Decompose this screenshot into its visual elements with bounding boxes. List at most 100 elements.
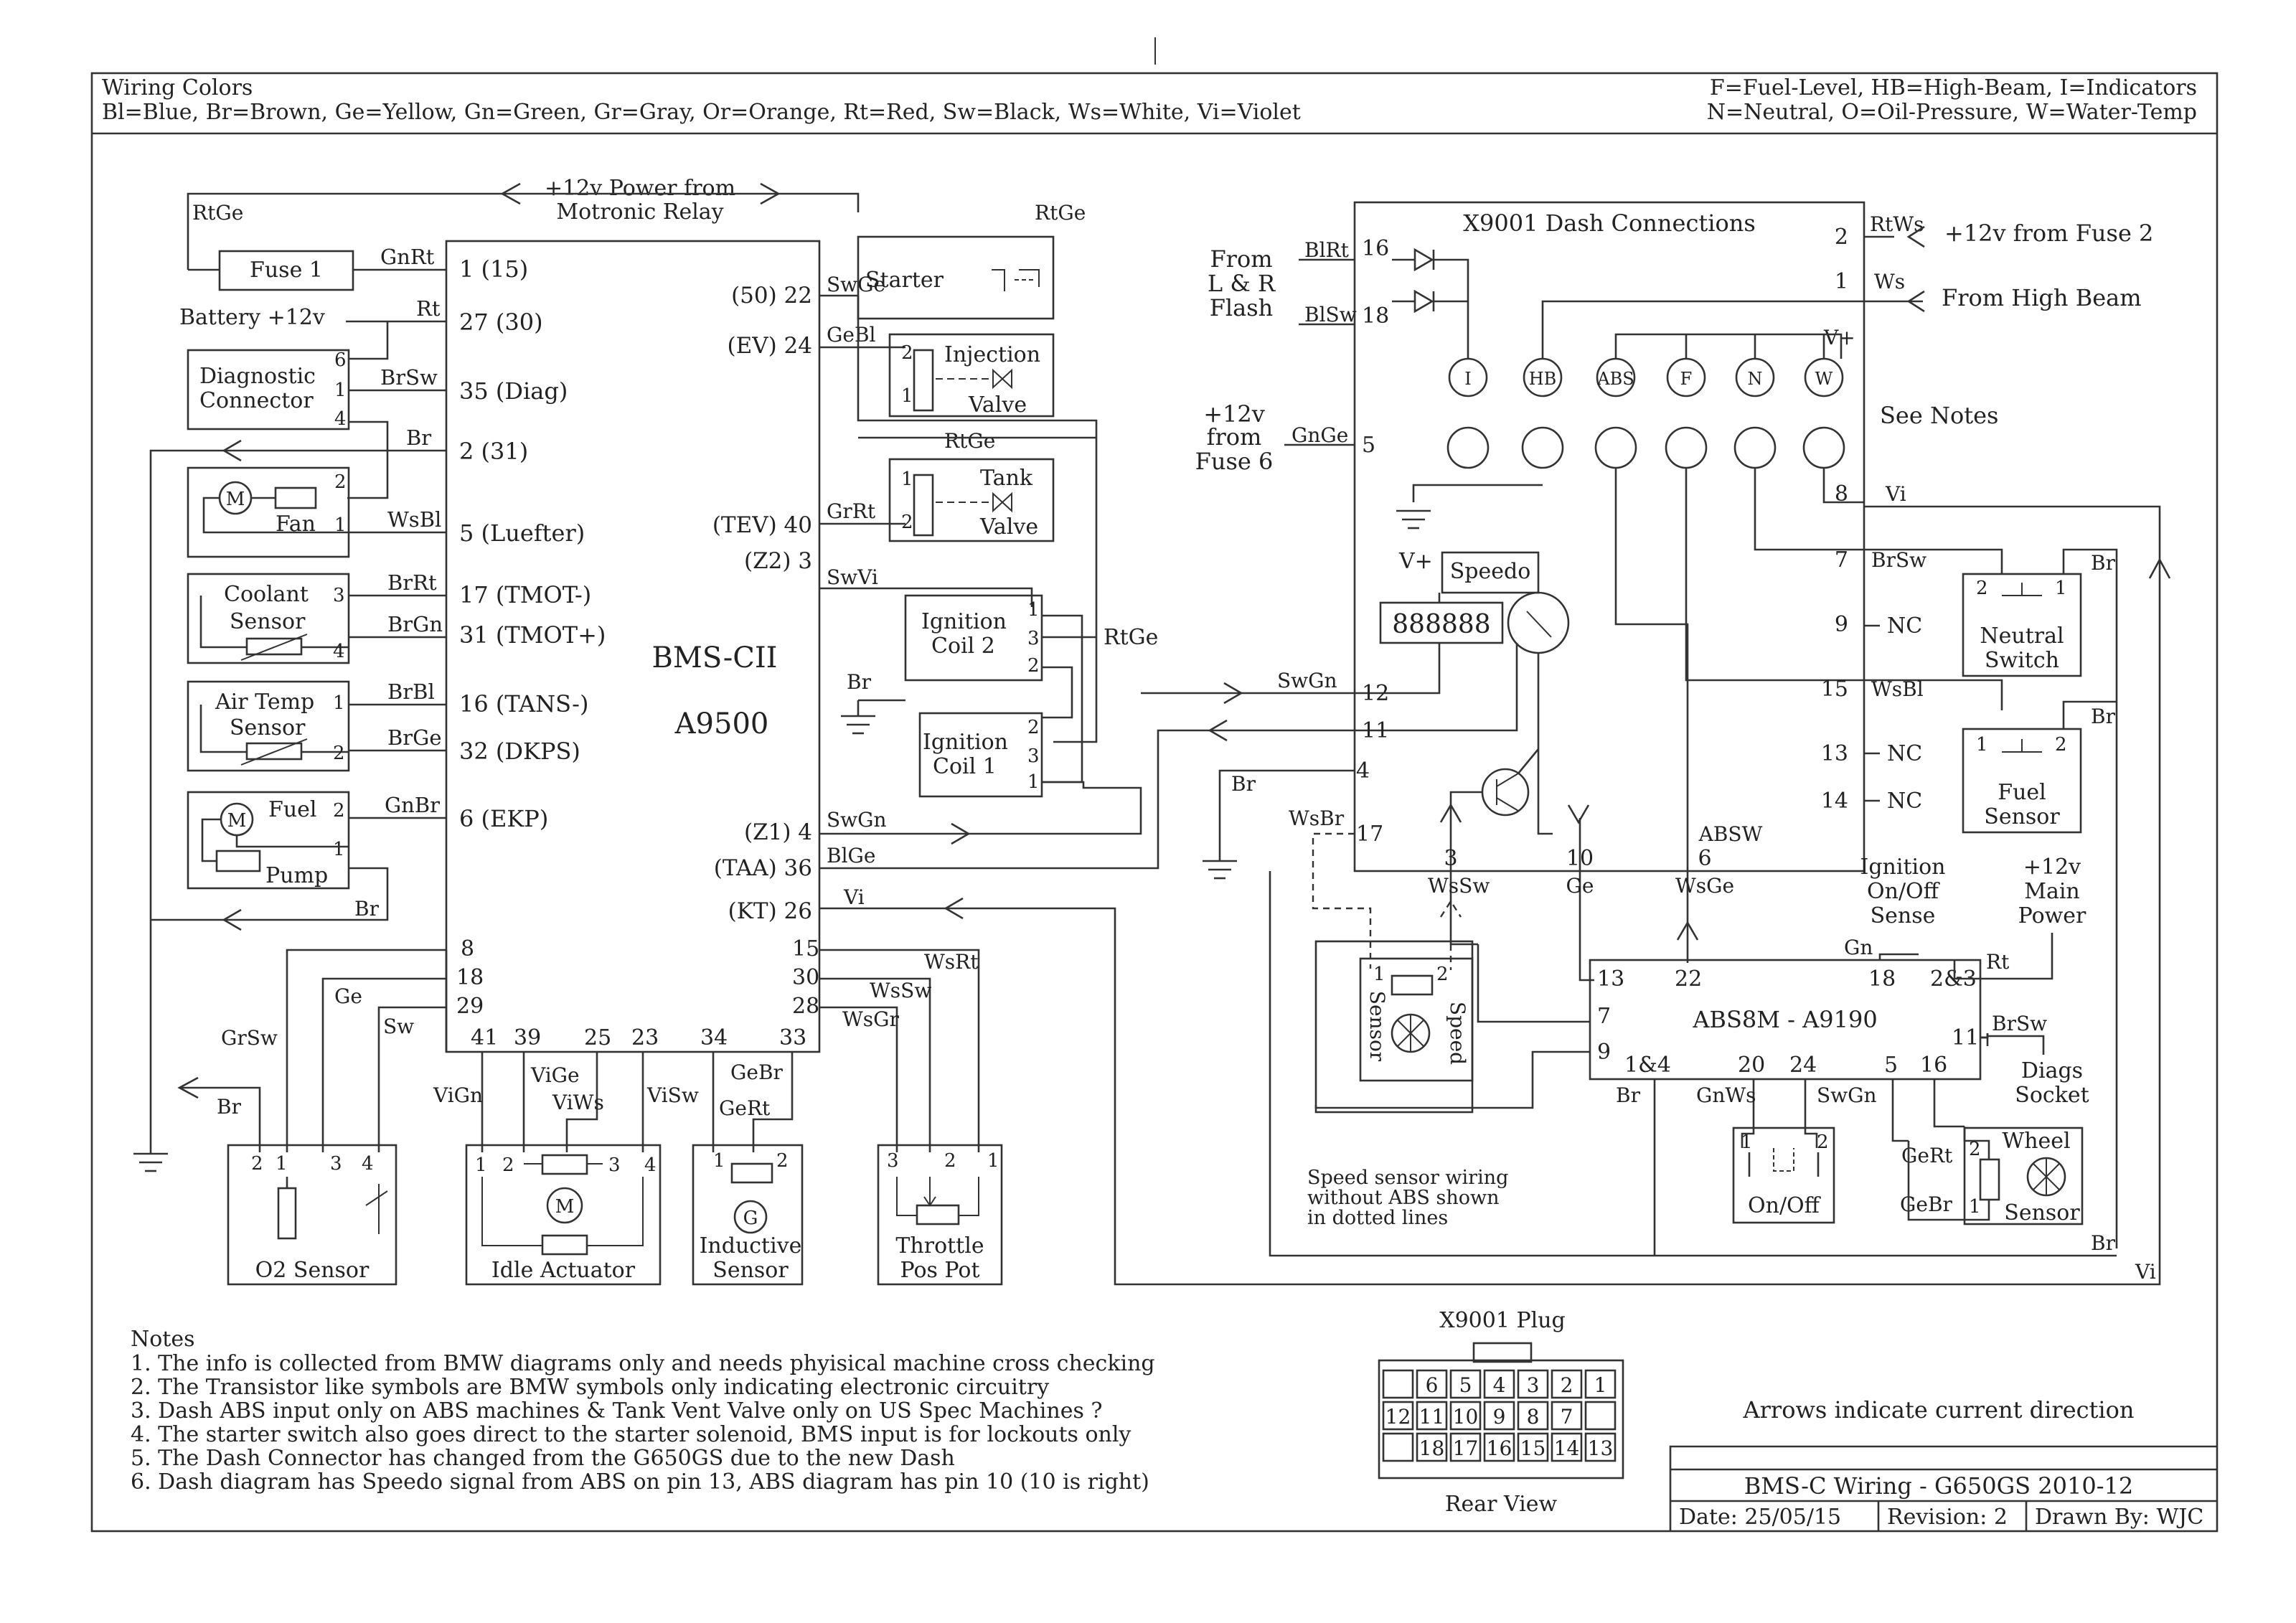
wire-ge-dash: Ge — [1566, 874, 1594, 898]
dash-pin-1: 1 — [1835, 269, 1848, 294]
ecu-pin: 25 — [584, 1025, 611, 1050]
injection-coil-icon — [913, 349, 934, 412]
coolant-pin: 4 — [333, 641, 345, 662]
note-4: 4. The starter switch also goes direct t… — [131, 1422, 1131, 1447]
fuse6-1: +12v — [1203, 400, 1265, 428]
power-bus-wire — [187, 192, 860, 270]
dash-pin-6: 6 — [1698, 846, 1711, 871]
ecu-right-pins: (50) 22 SwGe (EV) 24 GeBl (TEV) 40 GrRt … — [712, 273, 2161, 1286]
svg-text:2: 2 — [251, 1153, 263, 1175]
plug-pin-number: 9 — [1493, 1405, 1506, 1429]
wire-brsw-dash: BrSw — [1871, 548, 1926, 572]
ecu-pin-15: 15 — [792, 936, 819, 961]
wire-sw: Sw — [383, 1015, 414, 1038]
dash-from-2: L & R — [1208, 270, 1276, 297]
dash-transistors — [1446, 426, 1845, 469]
speed-label-vertical: Speed — [1446, 1002, 1469, 1065]
pin-wire: BrBl — [387, 679, 435, 704]
coolant-sensor-box — [187, 573, 350, 664]
pin-label: (EV) 24 — [727, 333, 812, 359]
abs-pin: 7 — [1597, 1004, 1611, 1029]
ign-cross-wire — [1042, 614, 1083, 784]
pump-label: Pump — [265, 863, 328, 888]
inductive-label-1: Inductive — [700, 1233, 802, 1259]
wire-gnge: GnGe — [1292, 423, 1348, 447]
lamp-water-icon — [1804, 357, 1844, 397]
lamp-label: ABS — [1596, 369, 1634, 389]
pin-wire: SwGe — [827, 273, 885, 296]
lamp-indicator-icon — [1448, 357, 1488, 397]
ind-wire-gebr — [752, 1052, 794, 1152]
wire-rtge-mid: RtGe — [944, 429, 995, 453]
notes-title: Notes — [131, 1327, 195, 1352]
airtemp-pin: 1 — [333, 692, 345, 714]
transistor-icon — [1733, 426, 1777, 469]
abs-pins: 13 22 18 2&3 7 9 11 1&4 20 24 5 16 — [1597, 966, 1979, 1078]
lamp-label: F — [1680, 369, 1693, 389]
wire-gn-abs: Gn — [1844, 936, 1873, 959]
transistor-leg — [1496, 773, 1519, 787]
dash-pin-7: 7 — [1835, 547, 1848, 573]
wire-swgn-dash: SwGn — [1277, 669, 1337, 692]
inj-valve-icon — [992, 368, 1012, 390]
speed-note-3: in dotted lines — [1307, 1207, 1448, 1229]
see-notes: See Notes — [1880, 402, 1998, 429]
plug-pin-number: 14 — [1554, 1436, 1580, 1460]
abs-pin: 5 — [1884, 1053, 1898, 1078]
plug-pin-number: 15 — [1520, 1436, 1546, 1460]
plug-pin-number: 7 — [1561, 1405, 1573, 1429]
abs-wheel-wire-16 — [1933, 1079, 1965, 1128]
pin-label: (TEV) 40 — [712, 512, 812, 538]
svg-text:1: 1 — [276, 1153, 288, 1175]
speed-note-1: Speed sensor wiring — [1307, 1167, 1508, 1189]
ecu-name: BMS-CII — [652, 641, 778, 674]
title-block — [1669, 1445, 2217, 1531]
pump-pin: 2 — [333, 800, 345, 822]
pin-label: (TAA) 36 — [714, 855, 812, 881]
abs-gnws-wire — [1741, 1079, 1755, 1148]
pin-label: 35 (Diag) — [459, 377, 568, 405]
lamp-label: N — [1748, 369, 1763, 389]
fuel-sensor-label-1: Fuel — [1998, 780, 2046, 805]
ign-link-wire — [1042, 666, 1073, 719]
svg-text:3: 3 — [887, 1150, 899, 1172]
abs-ign-1: Ignition — [1860, 855, 1945, 880]
wire-visw: ViSw — [646, 1083, 699, 1107]
fuse6-2: from — [1207, 423, 1262, 451]
ecu-pin: 23 — [631, 1025, 659, 1050]
w-lamp-wire — [1822, 468, 1864, 504]
dash-from-1: From — [1210, 245, 1272, 273]
pump-resistor-icon — [215, 850, 261, 872]
pin-wire: BrGe — [387, 725, 442, 750]
tank-label-1: Tank — [980, 466, 1033, 491]
svg-text:4: 4 — [362, 1153, 374, 1175]
abs-wheel-wire-5 — [1891, 1079, 1909, 1142]
ecu-pin-8: 8 — [461, 936, 474, 961]
abs-diag-2: Socket — [2015, 1083, 2089, 1108]
ecu-pin-30: 30 — [792, 965, 819, 990]
wheel-sensor-box — [1963, 1126, 2084, 1226]
abs-gn-wire — [1878, 953, 1919, 960]
plug-pin-number: 4 — [1493, 1373, 1506, 1397]
wheel-wire — [1907, 1141, 1990, 1221]
dash-from-3: Flash — [1210, 294, 1274, 321]
dash-title: X9001 Dash Connections — [1463, 210, 1756, 237]
wire-br-bottom: Br — [2091, 1231, 2116, 1255]
abs-swgn-wire — [1804, 1079, 1818, 1148]
dash-pin-12: 12 — [1362, 681, 1389, 706]
speed-arrow-in — [1223, 682, 1243, 705]
drawing-author: Drawn By: WJC — [2035, 1505, 2203, 1530]
starter-switch-icon — [992, 269, 1005, 291]
wire-brsw-abs: BrSw — [1992, 1012, 2047, 1035]
ign1-label-2: Coil 1 — [933, 754, 997, 779]
wire-ge: Ge — [334, 984, 362, 1008]
plug-pin-number: 10 — [1453, 1405, 1479, 1429]
abs-lamp-arrow — [1676, 921, 1699, 941]
plug-pin-number: 5 — [1459, 1373, 1472, 1397]
plug-pin-cell — [1416, 1401, 1448, 1431]
svg-text:3: 3 — [608, 1154, 621, 1176]
plug-pin-number: 6 — [1426, 1373, 1439, 1397]
fuel-sensor-box — [1962, 728, 2082, 834]
plug-pin-cell — [1449, 1401, 1482, 1431]
